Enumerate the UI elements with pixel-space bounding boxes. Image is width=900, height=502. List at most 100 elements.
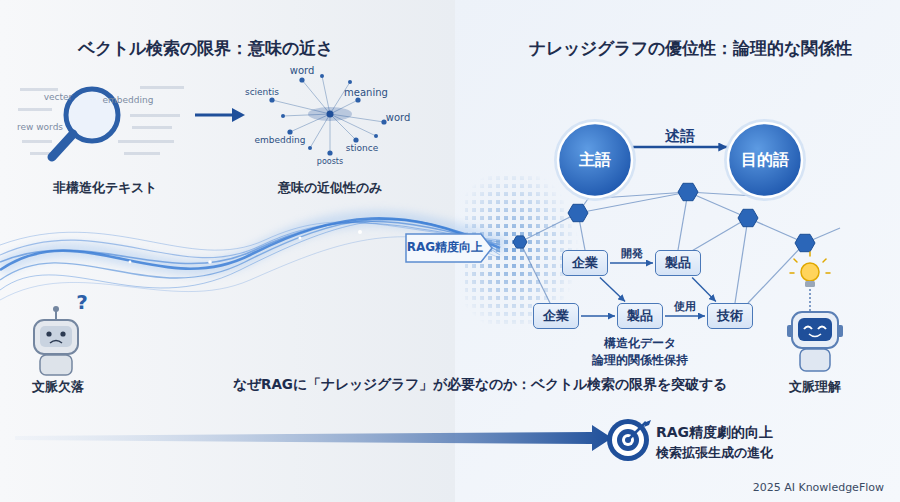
circle-fill — [558, 123, 632, 197]
word-token: rew words — [17, 122, 63, 133]
flow-arrowhead — [232, 108, 245, 122]
hexagon — [678, 183, 698, 200]
hexagon — [795, 234, 815, 251]
wave-glow — [0, 218, 505, 268]
sparkle — [208, 260, 212, 264]
robot-antenna — [55, 311, 57, 320]
caption-label: 論理的関係性保持 — [592, 353, 688, 367]
caption-label: 文脈欠落 — [32, 379, 84, 395]
word-token: poosts — [317, 157, 343, 167]
result-text: 検索拡張生成の進化 — [656, 445, 773, 461]
cloud-dot — [287, 129, 292, 134]
watermark: 2025 AI KnowledgeFlow — [753, 481, 884, 494]
text-bar — [18, 108, 52, 111]
circle-halo — [724, 119, 806, 201]
cloud-dot — [308, 146, 312, 150]
word-token: word — [386, 112, 411, 124]
network-line — [520, 242, 550, 303]
relation-arrow — [600, 277, 625, 301]
edge-label: 使用 — [674, 301, 696, 313]
node-text: 企業 — [543, 309, 569, 323]
text-bar — [22, 140, 52, 143]
word-token: embedding — [103, 95, 154, 106]
robot-antenna-tip — [53, 306, 59, 312]
node-text: 企業 — [572, 256, 598, 270]
hexagon — [513, 236, 527, 248]
object-circle: 目的語 — [727, 122, 803, 198]
word-token: scientis — [245, 87, 279, 98]
circle-halo — [554, 119, 636, 201]
circle-fill — [728, 123, 802, 197]
text-bar — [130, 114, 180, 117]
robot-eye — [60, 331, 65, 336]
cloud-dot — [327, 150, 332, 155]
network-line — [748, 243, 805, 303]
relation-arrow — [665, 315, 705, 317]
sparkle — [299, 237, 302, 240]
robot-mouth — [809, 334, 821, 337]
hexagon — [738, 209, 758, 226]
network-line — [748, 218, 805, 243]
lightbulb-rays — [790, 252, 830, 273]
text-bar — [118, 140, 174, 143]
node-text: 主語 — [579, 151, 611, 169]
cloud-center — [308, 107, 352, 121]
text-bar — [20, 88, 58, 91]
robot-mouth — [50, 341, 62, 344]
ray — [823, 259, 826, 262]
cloud-dot — [281, 114, 285, 118]
entity-box: 企業 — [562, 250, 608, 276]
robot-head — [792, 312, 838, 348]
caption-label: 文脈理解 — [789, 379, 841, 395]
word-token: vecter — [44, 92, 73, 103]
cloud-dot — [269, 97, 274, 102]
text-bar — [124, 152, 160, 155]
caption-label: 構造化データ — [604, 336, 676, 350]
caption-label: 意味の近似性のみ — [278, 180, 382, 196]
caption-label: 非構造化テキスト — [53, 180, 157, 196]
cloud-dot — [299, 77, 304, 82]
network-line — [735, 218, 748, 303]
wave-line — [0, 221, 500, 263]
entity-box: 企業 — [533, 303, 579, 329]
robot-body — [40, 355, 72, 375]
robot-eye — [804, 327, 812, 330]
ray — [790, 272, 794, 274]
entity-box: 技術 — [707, 303, 753, 329]
arrow-box-shape — [406, 234, 492, 262]
word-token: meaning — [344, 87, 388, 99]
magnifier-handle — [52, 134, 73, 157]
ray — [809, 252, 811, 256]
hexagon — [568, 204, 588, 221]
network-line — [690, 218, 748, 252]
network-line — [520, 213, 578, 242]
ray — [826, 272, 830, 274]
entity-box: 製品 — [617, 303, 663, 329]
sparkle — [129, 261, 132, 264]
tag-box: RAG精度向上 — [405, 233, 493, 263]
sparkles — [129, 230, 362, 264]
text-bar — [132, 126, 172, 129]
robot-eye — [818, 327, 826, 330]
target-ring — [607, 419, 649, 461]
wave-lines — [0, 218, 500, 300]
node-text: 製品 — [665, 256, 691, 270]
section-heading: ベクトル検索の限界：意味の近さ — [78, 38, 333, 58]
robot-face — [798, 318, 832, 341]
lightbulb-base — [805, 281, 815, 287]
cloud-dot — [374, 134, 378, 138]
edge-label: 述語 — [665, 128, 695, 145]
result-heading: RAG精度劇的向上 — [656, 424, 773, 441]
target-dart — [628, 422, 646, 440]
wave-line — [0, 218, 500, 270]
question-mark: ? — [76, 290, 88, 314]
subject-circle: 主語 — [557, 122, 633, 198]
edge-label: 開発 — [621, 248, 643, 260]
robot-head — [34, 320, 78, 354]
wave-line — [0, 237, 500, 300]
node-text: RAG精度向上 — [407, 241, 491, 254]
word-token: stionce — [346, 143, 378, 154]
network-line — [688, 192, 748, 218]
